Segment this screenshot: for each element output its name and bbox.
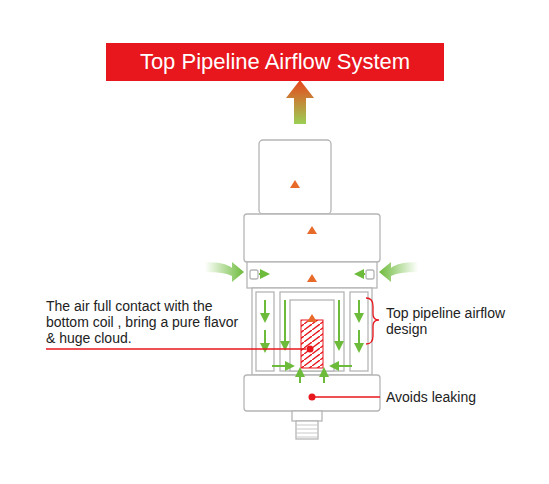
callout-label: Top pipeline airflow design	[386, 305, 516, 337]
callout-label: Avoids leaking	[386, 389, 536, 405]
callout-label: The air full contact with the bottom coi…	[46, 298, 251, 346]
title-banner: Top Pipeline Airflow System	[106, 43, 444, 81]
